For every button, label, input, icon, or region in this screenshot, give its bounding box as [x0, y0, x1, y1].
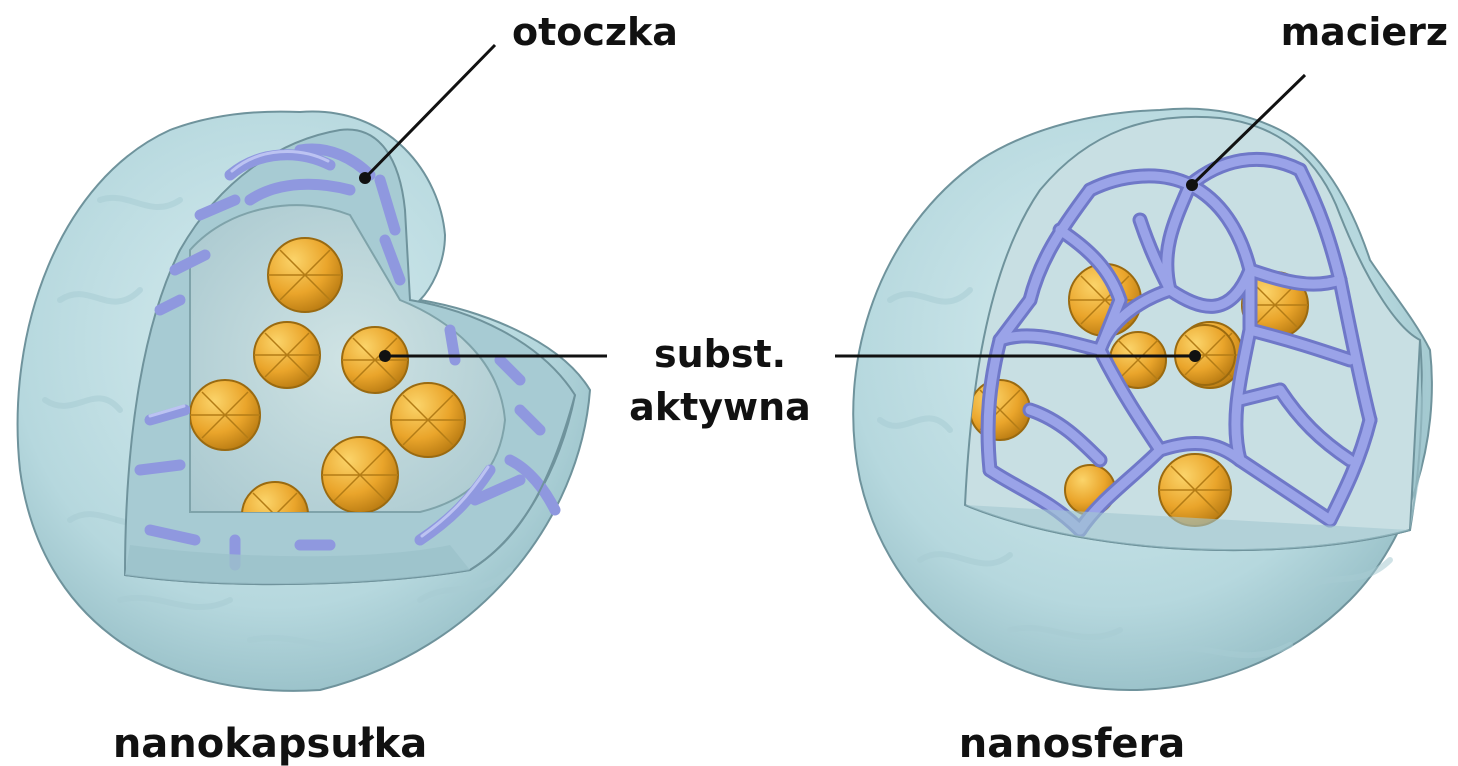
drug-particle — [322, 437, 398, 513]
label-matrix: macierz — [1281, 10, 1448, 54]
drug-particle — [190, 380, 260, 450]
leader-dot-active-left — [379, 350, 391, 362]
drug-particle — [268, 238, 342, 312]
label-shell: otoczka — [512, 10, 678, 54]
label-nanosphere: nanosfera — [959, 721, 1185, 766]
nanosphere-illustration — [853, 109, 1432, 690]
label-active-line1: subst. — [654, 332, 786, 376]
leader-dot-active-right — [1189, 350, 1201, 362]
nanocapsule-illustration — [18, 112, 590, 691]
drug-particle — [342, 327, 408, 393]
drug-particle — [254, 322, 320, 388]
label-active-line2: aktywna — [629, 385, 811, 429]
drug-particle — [391, 383, 465, 457]
leader-dot-matrix — [1186, 179, 1198, 191]
leader-line-shell — [365, 45, 495, 178]
leader-dot-shell — [359, 172, 371, 184]
drug-particle — [1159, 454, 1231, 526]
drug-particle — [970, 380, 1030, 440]
label-nanocapsule: nanokapsułka — [113, 721, 427, 766]
